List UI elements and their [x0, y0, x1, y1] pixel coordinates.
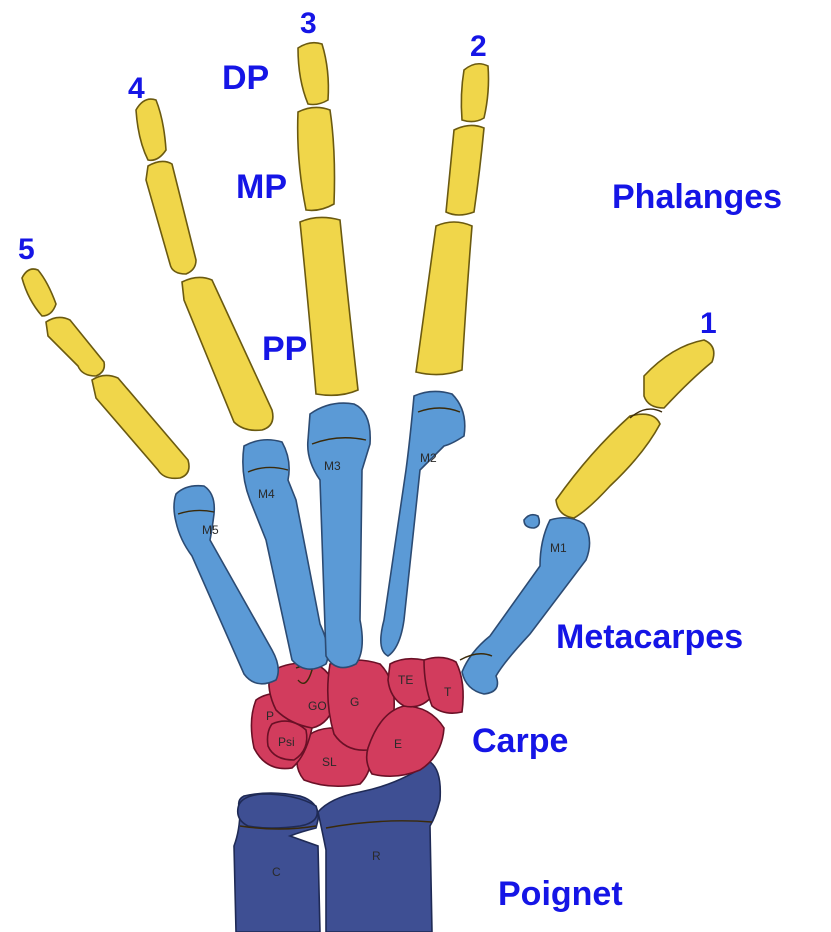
sesamoid-bone: [524, 515, 539, 528]
wrist-bones: [234, 762, 440, 932]
finger-4-proximal: [182, 277, 273, 430]
label-m3: M3: [324, 459, 341, 473]
label-e: E: [394, 737, 402, 751]
label-go: GO: [308, 699, 327, 713]
metacarpal-m2: [381, 391, 465, 656]
finger-3-proximal: [300, 217, 358, 395]
metacarpal-bones: [174, 391, 590, 694]
label-m2: M2: [420, 451, 437, 465]
label-poignet: Poignet: [498, 875, 623, 913]
finger-4-middle: [146, 161, 196, 274]
finger-4-distal: [136, 99, 166, 160]
label-c: C: [272, 865, 281, 879]
finger-3-distal: [298, 43, 328, 105]
finger-3-middle: [298, 107, 335, 210]
label-carpe: Carpe: [472, 722, 568, 760]
finger-2-number: 2: [470, 30, 487, 63]
finger-2-distal: [461, 64, 488, 122]
label-metacarpes: Metacarpes: [556, 618, 743, 656]
finger-5-middle: [46, 317, 104, 376]
finger-3-number: 3: [300, 7, 317, 40]
finger-5-number: 5: [18, 233, 35, 266]
label-m1: M1: [550, 541, 567, 555]
label-te: TE: [398, 673, 413, 687]
label-m4: M4: [258, 487, 275, 501]
label-pp: PP: [262, 330, 307, 368]
finger-1-proximal: [556, 414, 660, 518]
label-mp: MP: [236, 168, 287, 206]
label-r: R: [372, 849, 381, 863]
label-phalanges: Phalanges: [612, 178, 782, 216]
radius-bone: [318, 762, 440, 932]
finger-2-proximal: [416, 222, 472, 375]
label-dp: DP: [222, 59, 269, 97]
finger-1-number: 1: [700, 307, 717, 340]
finger-1-distal: [644, 340, 714, 408]
label-g: G: [350, 695, 359, 709]
finger-4-number: 4: [128, 72, 145, 105]
annotation-labels: 3 2 4 5 1 DP MP PP Phalanges Metacarpes …: [18, 7, 782, 913]
finger-5-distal: [22, 269, 56, 316]
finger-5-proximal: [92, 375, 189, 478]
label-sl: SL: [322, 755, 337, 769]
metacarpal-m1: [462, 518, 590, 694]
label-t: T: [444, 685, 452, 699]
label-psi: Psi: [278, 735, 295, 749]
finger-2-middle: [446, 125, 484, 215]
label-m5: M5: [202, 523, 219, 537]
label-p: P: [266, 709, 274, 723]
